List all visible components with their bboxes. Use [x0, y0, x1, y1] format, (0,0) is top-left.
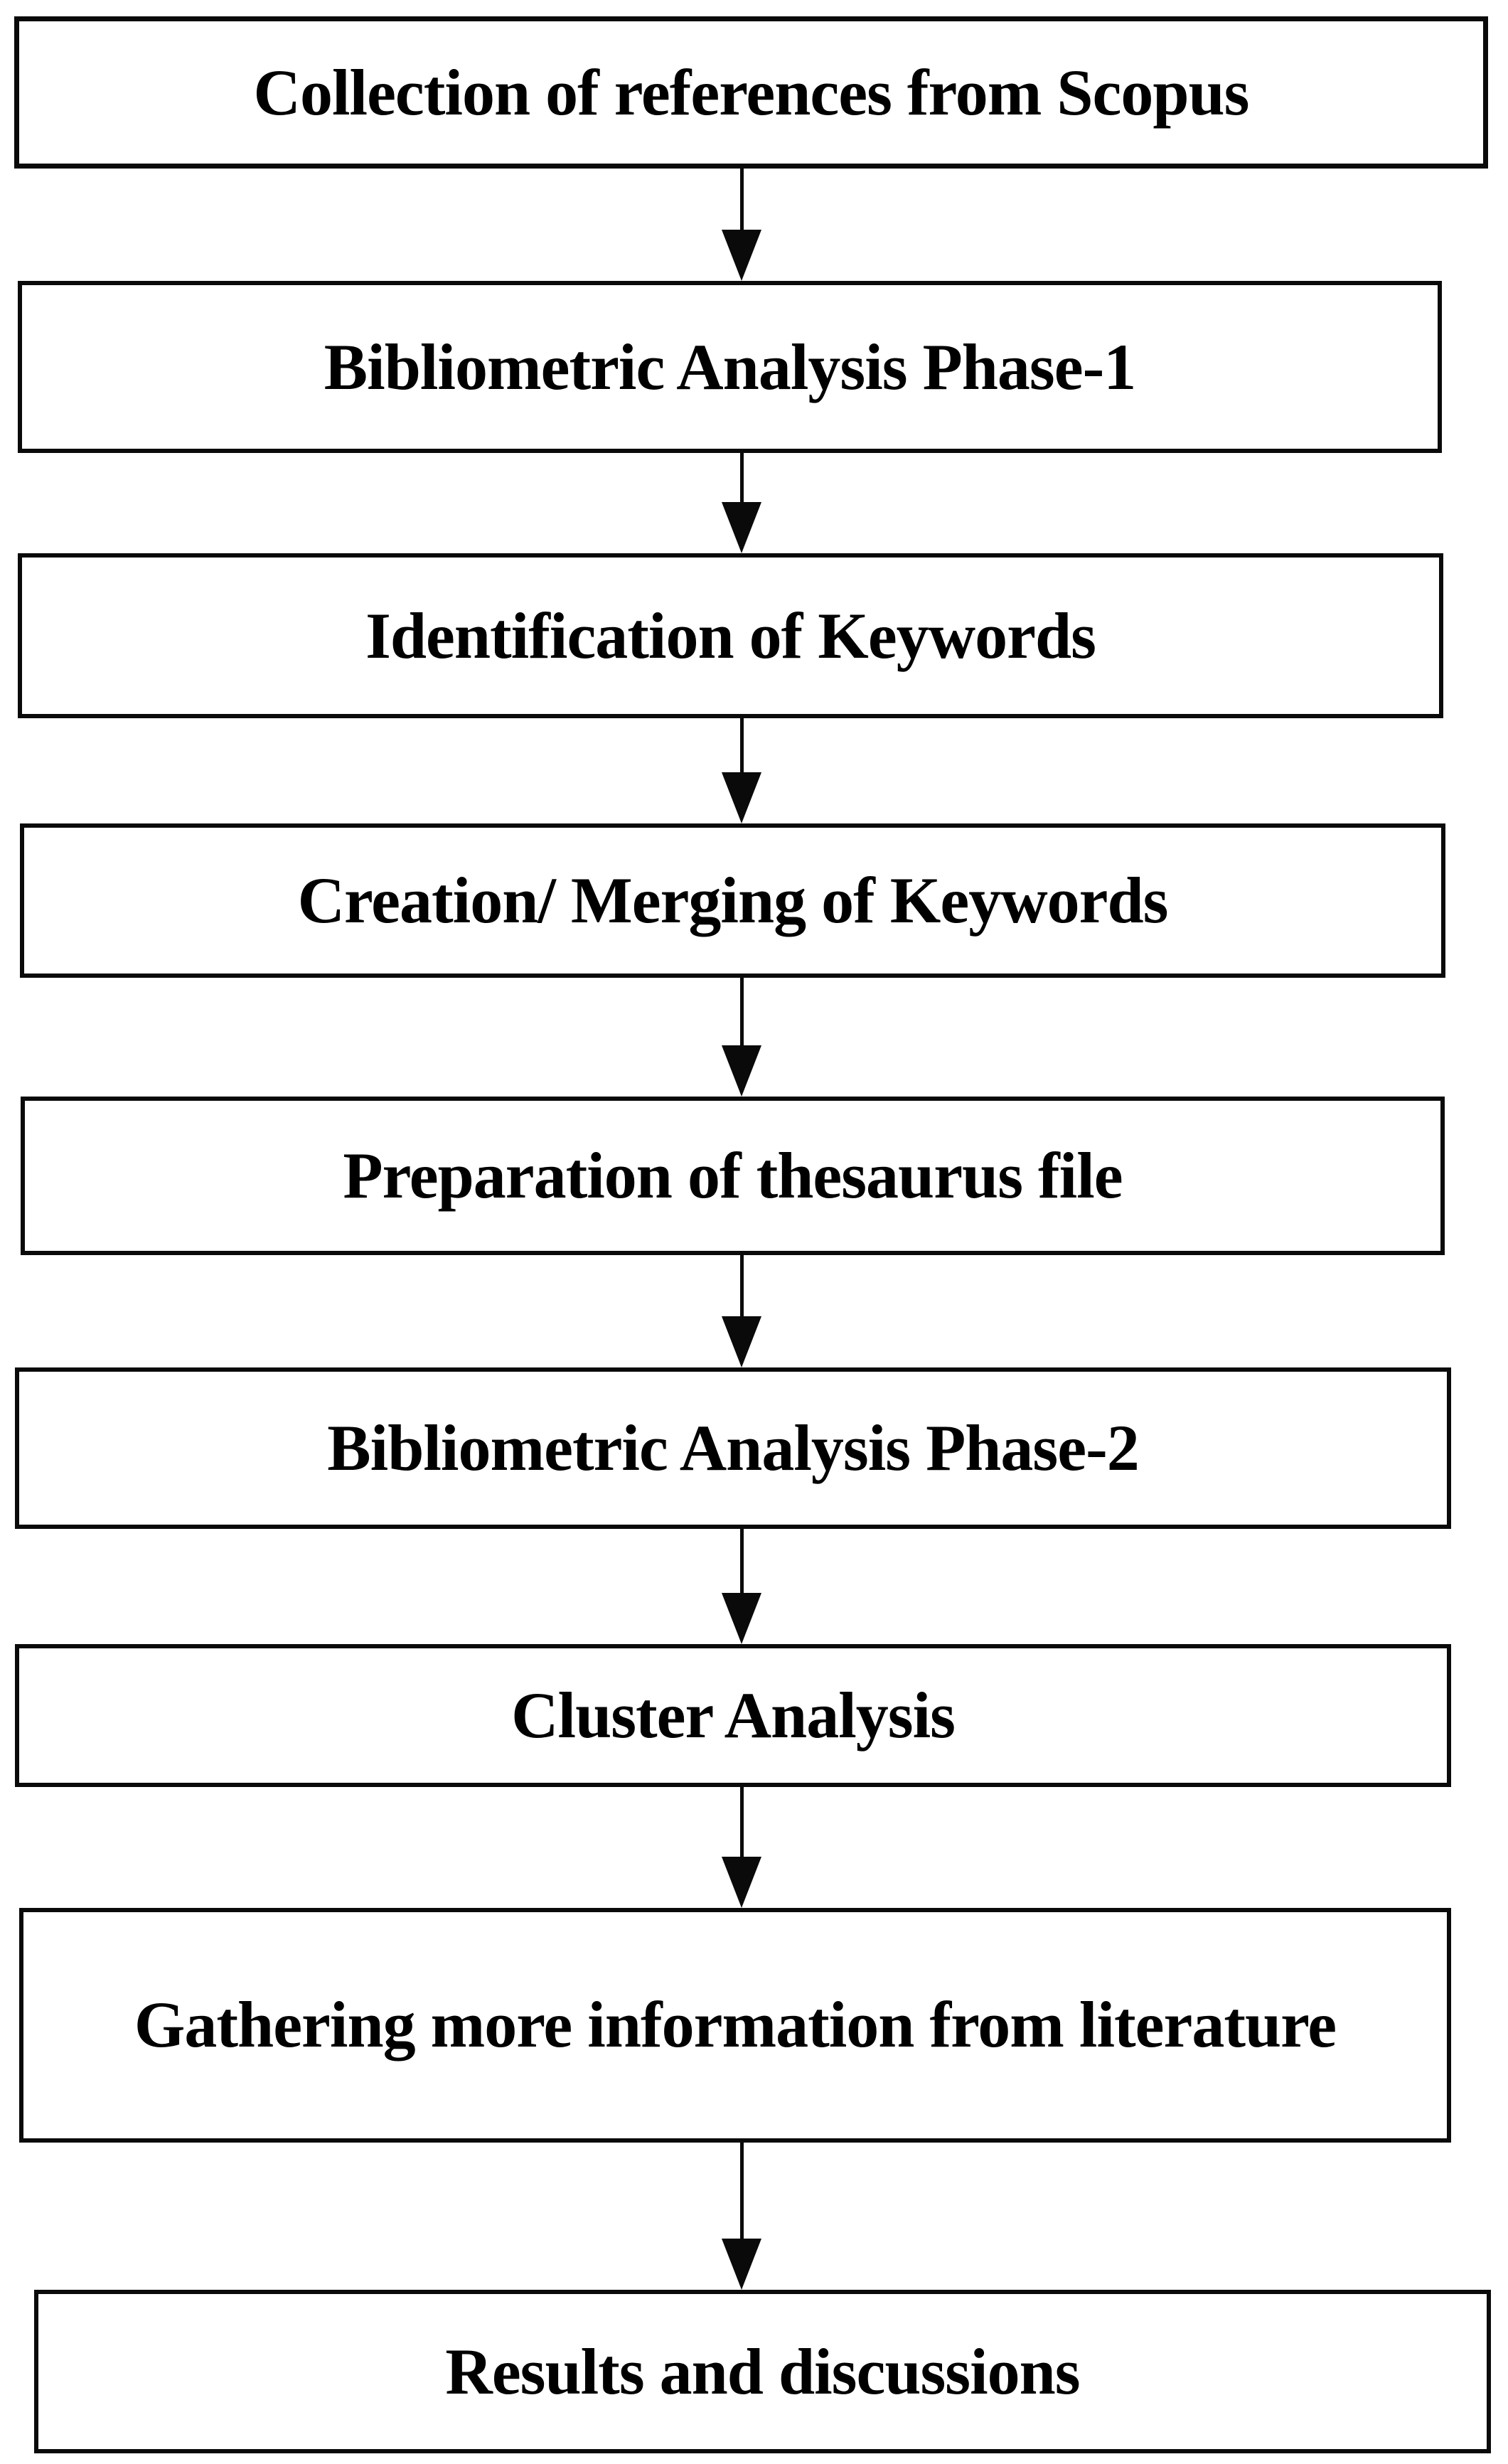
flow-step-collection-of-references: Collection of references from Scopus	[14, 16, 1488, 169]
arrow-stem	[739, 1529, 744, 1600]
arrowhead-down-icon	[722, 2239, 761, 2290]
flow-step-label: Cluster Analysis	[511, 1679, 956, 1751]
flow-step-label: Preparation of thesaurus file	[343, 1139, 1123, 1212]
flow-step-preparation-of-thesaurus-file: Preparation of thesaurus file	[21, 1097, 1445, 1255]
arrowhead-down-icon	[722, 230, 761, 281]
flow-arrow-7	[722, 1787, 761, 1908]
flow-step-bibliometric-analysis-phase-2: Bibliometric Analysis Phase-2	[15, 1367, 1451, 1529]
flow-arrow-6	[722, 1529, 761, 1644]
flow-step-identification-of-keywords: Identification of Keywords	[18, 553, 1443, 718]
flow-step-label: Creation/ Merging of Keywords	[297, 864, 1169, 937]
flow-step-label: Collection of references from Scopus	[253, 55, 1250, 129]
flow-arrow-3	[722, 718, 761, 823]
flow-arrow-1	[722, 169, 761, 281]
arrow-stem	[739, 718, 744, 779]
arrowhead-down-icon	[722, 1045, 761, 1097]
flow-step-cluster-analysis: Cluster Analysis	[15, 1644, 1451, 1787]
flow-arrow-5	[722, 1255, 761, 1367]
arrowhead-down-icon	[722, 1857, 761, 1908]
arrowhead-down-icon	[722, 1316, 761, 1367]
arrow-stem	[739, 1787, 744, 1864]
flow-step-label: Results and discussions	[445, 2335, 1080, 2408]
flow-step-label: Identification of Keywords	[365, 599, 1096, 672]
flow-step-gathering-more-information: Gathering more information from literatu…	[19, 1908, 1451, 2143]
arrow-stem	[739, 453, 744, 509]
flow-arrow-8	[722, 2143, 761, 2290]
flow-step-results-and-discussions: Results and discussions	[34, 2290, 1491, 2453]
flow-step-label: Gathering more information from literatu…	[134, 1988, 1337, 2062]
arrow-stem	[739, 169, 744, 237]
arrowhead-down-icon	[722, 772, 761, 823]
arrow-stem	[739, 978, 744, 1052]
flow-step-label: Bibliometric Analysis Phase-2	[327, 1412, 1139, 1484]
flow-step-creation-merging-of-keywords: Creation/ Merging of Keywords	[20, 823, 1445, 978]
flow-arrow-2	[722, 453, 761, 553]
arrow-stem	[739, 1255, 744, 1323]
flow-step-bibliometric-analysis-phase-1: Bibliometric Analysis Phase-1	[18, 281, 1442, 453]
arrowhead-down-icon	[722, 502, 761, 553]
arrowhead-down-icon	[722, 1593, 761, 1644]
flow-step-label: Bibliometric Analysis Phase-1	[323, 330, 1136, 403]
flow-arrow-4	[722, 978, 761, 1097]
arrow-stem	[739, 2143, 744, 2246]
